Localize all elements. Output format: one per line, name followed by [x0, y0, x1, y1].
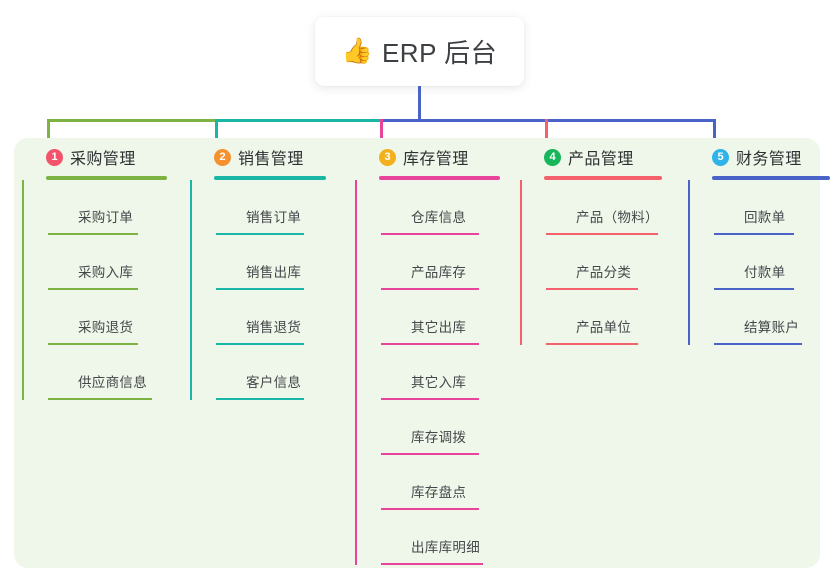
- leaf-item-label: 库存盘点: [411, 485, 467, 500]
- leaf-item-label: 产品单位: [576, 320, 632, 335]
- branch-column-3: 3 库存管理仓库信息产品库存其它出库其它入库库存调拨库存盘点出库库明细: [355, 138, 500, 565]
- connector-drop-2: [215, 119, 218, 146]
- leaf-item-underline: [381, 233, 479, 235]
- leaf-item-label: 产品（物料）: [576, 210, 659, 225]
- leaf-item-underline: [48, 288, 138, 290]
- branch-number-badge: 1: [46, 148, 63, 166]
- leaf-item-underline: [546, 288, 638, 290]
- leaf-item-underline: [381, 343, 479, 345]
- branch-header-5[interactable]: 5 财务管理: [688, 138, 802, 176]
- leaf-item-underline: [714, 288, 794, 290]
- connector-bus-segment-3: [380, 119, 716, 122]
- branch-header-underline: [544, 176, 662, 180]
- leaf-item-underline: [216, 398, 304, 400]
- connector-drop-3: [380, 119, 383, 146]
- leaf-item-label: 其它入库: [411, 375, 467, 390]
- connector-drop-4: [545, 119, 548, 146]
- branch-header-underline: [712, 176, 830, 180]
- branch-title: 库存管理: [403, 151, 469, 168]
- branch-column-5: 5 财务管理回款单付款单结算账户: [688, 138, 830, 345]
- leaf-item-underline: [48, 233, 138, 235]
- branch-number-badge: 3: [379, 148, 396, 166]
- leaf-item-underline: [381, 563, 483, 565]
- branch-number-badge: 2: [214, 148, 231, 166]
- branch-header-4[interactable]: 4 产品管理: [520, 138, 634, 176]
- leaf-item-label: 销售订单: [246, 210, 302, 225]
- leaf-item-label: 采购入库: [78, 265, 134, 280]
- branch-spine: [22, 180, 24, 400]
- leaf-item-label: 出库库明细: [411, 540, 480, 555]
- leaf-item-label: 产品分类: [576, 265, 632, 280]
- connector-drop-5: [713, 119, 716, 146]
- leaf-item-underline: [546, 343, 638, 345]
- leaf-item-underline: [216, 288, 304, 290]
- thumbs-up-icon: 👍: [341, 37, 373, 65]
- leaf-item-label: 销售出库: [246, 265, 302, 280]
- connector-stem-vertical: [418, 86, 421, 122]
- leaf-item-label: 采购退货: [78, 320, 134, 335]
- leaf-item-label: 供应商信息: [78, 375, 147, 390]
- branch-header-3[interactable]: 3 库存管理: [355, 138, 469, 176]
- branch-spine: [355, 180, 357, 565]
- leaf-item-underline: [216, 343, 304, 345]
- branch-title: 产品管理: [568, 151, 634, 168]
- leaf-item-underline: [381, 398, 479, 400]
- leaf-item-label: 产品库存: [411, 265, 467, 280]
- branch-column-2: 2 销售管理销售订单销售出库销售退货客户信息: [190, 138, 326, 400]
- leaf-item-label: 仓库信息: [411, 210, 467, 225]
- branch-column-1: 1 采购管理采购订单采购入库采购退货供应商信息: [22, 138, 167, 400]
- leaf-item-label: 付款单: [744, 265, 786, 280]
- branch-column-4: 4 产品管理产品（物料） 产品分类产品单位: [520, 138, 662, 345]
- page-title: ERP 后台: [381, 38, 498, 68]
- leaf-item-label: 客户信息: [246, 375, 302, 390]
- leaf-item-underline: [546, 233, 658, 235]
- branch-spine: [688, 180, 690, 345]
- connector-bus-segment-1: [47, 119, 216, 122]
- branch-title: 采购管理: [70, 151, 136, 168]
- leaf-item-underline: [714, 343, 802, 345]
- leaf-item-underline: [216, 233, 304, 235]
- branch-header-2[interactable]: 2 销售管理: [190, 138, 304, 176]
- branch-number-badge: 5: [712, 148, 729, 166]
- title-content: 👍 ERP 后台: [342, 33, 497, 70]
- branches-panel: 1 采购管理采购订单采购入库采购退货供应商信息 2 销售管理销售订单销售出库销售退货客…: [14, 138, 830, 568]
- branch-header-underline: [379, 176, 500, 180]
- leaf-item-label: 其它出库: [411, 320, 467, 335]
- leaf-item-label: 结算账户: [744, 320, 800, 335]
- branch-header-1[interactable]: 1 采购管理: [22, 138, 136, 176]
- branch-header-underline: [46, 176, 167, 180]
- leaf-item-underline: [381, 453, 479, 455]
- leaf-item-label: 采购订单: [78, 210, 134, 225]
- connector-drop-1: [47, 119, 50, 146]
- leaf-item-underline: [48, 398, 152, 400]
- branch-number-badge: 4: [544, 148, 561, 166]
- connector-bus-segment-2: [215, 119, 381, 122]
- leaf-item-underline: [714, 233, 794, 235]
- leaf-item-underline: [381, 288, 479, 290]
- root-node-title-card[interactable]: 👍 ERP 后台: [315, 17, 524, 86]
- leaf-item-underline: [48, 343, 138, 345]
- branch-spine: [520, 180, 522, 345]
- branch-title: 财务管理: [736, 151, 802, 168]
- leaf-item-label: 销售退货: [246, 320, 302, 335]
- leaf-item-label: 库存调拨: [411, 430, 467, 445]
- leaf-item-label: 回款单: [744, 210, 786, 225]
- branch-spine: [190, 180, 192, 400]
- branch-title: 销售管理: [238, 151, 304, 168]
- leaf-item-underline: [381, 508, 479, 510]
- branch-header-underline: [214, 176, 326, 180]
